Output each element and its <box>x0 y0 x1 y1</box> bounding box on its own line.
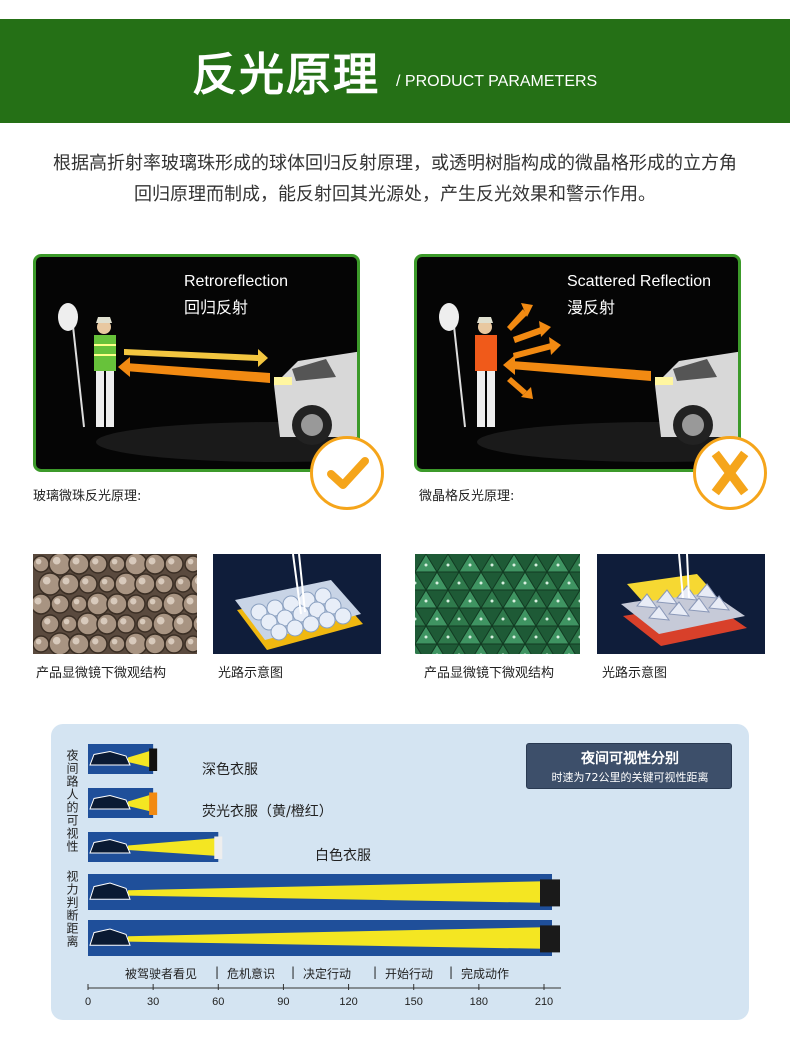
axis-tick-label: 210 <box>534 996 554 1008</box>
night-visibility-chart: 夜间路人的可视性 视力判断距离 深色衣服 荧光衣服（黄/橙红） 白色衣服 夜间可… <box>51 724 749 1020</box>
axis-tick-label: 30 <box>147 996 160 1008</box>
visibility-beam <box>128 750 154 768</box>
car-silhouette <box>89 794 131 810</box>
axis-tick-label: 180 <box>469 996 489 1008</box>
retroreflection-panel: Retroreflection 回归反射 <box>33 254 360 472</box>
correct-badge <box>310 436 384 510</box>
visibility-bars <box>87 744 561 990</box>
glass-bead-micro-image <box>33 554 197 654</box>
visibility-beam <box>128 838 219 856</box>
section-header: 反光原理 / PRODUCT PARAMETERS <box>0 19 790 123</box>
axis-tick-label: 60 <box>212 996 225 1008</box>
stage-label: 危机意识 <box>227 967 276 981</box>
intro-text: 根据高折射率玻璃珠形成的球体回归反射原理，或透明树脂构成的微晶格形成的立方角 回… <box>10 148 780 210</box>
legend-title: 夜间可视性分别 <box>581 751 679 767</box>
intro-line-2: 回归原理而制成，能反射回其光源处，产生反光效果和警示作用。 <box>134 184 656 205</box>
pedestrian-figure <box>540 925 560 953</box>
stage-separator: | <box>291 965 296 979</box>
legend-box: 夜间可视性分别 时速为72公里的关键可视性距离 <box>526 743 732 789</box>
scattered-reflection-illustration <box>439 303 738 462</box>
stage-separator: | <box>215 965 220 979</box>
stage-separator: | <box>449 965 454 979</box>
microprism-texture <box>415 554 580 654</box>
thumbnail-caption: 光路示意图 <box>602 666 668 681</box>
microprism-caption: 微晶格反光原理: <box>419 489 515 504</box>
thumbnail-caption: 产品显微镜下微观结构 <box>424 666 555 681</box>
scattered-reflection-title-cn: 漫反射 <box>567 298 616 317</box>
retroreflection-title-cn: 回归反射 <box>184 298 249 317</box>
car-silhouette <box>89 750 131 766</box>
retroreflection-title-en: Retroreflection <box>184 273 289 290</box>
pedestrian-figure <box>540 879 560 907</box>
microprism-light-path-image <box>597 554 765 654</box>
row-label-white-clothes: 白色衣服 <box>315 848 371 864</box>
vertical-label-distance: 视力判断距离 <box>65 870 79 948</box>
car-silhouette <box>89 928 131 946</box>
pedestrian-figure <box>149 748 158 771</box>
pedestrian-figure <box>149 792 158 815</box>
incorrect-badge <box>693 436 767 510</box>
check-icon <box>327 457 369 489</box>
car-silhouette <box>89 838 131 854</box>
axis-tick-label: 120 <box>339 996 358 1008</box>
row-label-dark-clothes: 深色衣服 <box>202 762 258 778</box>
section-subtitle: / PRODUCT PARAMETERS <box>396 73 598 90</box>
axis-tick-label: 90 <box>277 996 290 1008</box>
axis-tick-label: 150 <box>404 996 423 1008</box>
thumbnail-caption: 产品显微镜下微观结构 <box>36 666 167 681</box>
glass-bead-caption: 玻璃微珠反光原理: <box>33 489 142 504</box>
microprism-micro-image <box>415 554 580 654</box>
scattered-reflection-title-en: Scattered Reflection <box>567 273 712 290</box>
section-title: 反光原理 <box>192 48 381 101</box>
car-silhouette <box>89 882 131 900</box>
intro-line-1: 根据高折射率玻璃珠形成的球体回归反射原理，或透明树脂构成的微晶格形成的立方角 <box>53 153 737 174</box>
microprism-light-path-diagram <box>597 554 765 654</box>
stage-label: 完成动作 <box>461 967 510 981</box>
glass-bead-light-path-diagram <box>213 554 381 654</box>
glass-bead-texture <box>33 554 197 654</box>
stage-separator: | <box>373 965 378 979</box>
visibility-beam <box>128 794 154 812</box>
scattered-reflection-panel: Scattered Reflection 漫反射 <box>414 254 741 472</box>
pedestrian-figure <box>214 836 223 859</box>
retroreflection-illustration <box>58 303 357 462</box>
glass-bead-light-path-image <box>213 554 381 654</box>
legend-subtitle: 时速为72公里的关键可视性距离 <box>551 771 709 784</box>
x-icon <box>711 450 749 496</box>
top-spacer <box>0 0 790 19</box>
thumbnail-caption: 光路示意图 <box>218 666 284 681</box>
stage-label: 决定行动 <box>303 967 352 981</box>
stage-label: 开始行动 <box>385 967 434 981</box>
vertical-label-pedestrian: 夜间路人的可视性 <box>65 749 79 853</box>
row-label-fluorescent-clothes: 荧光衣服（黄/橙红） <box>202 804 333 820</box>
stage-label: 被驾驶者看见 <box>125 967 198 981</box>
axis-tick-label: 0 <box>84 996 92 1008</box>
